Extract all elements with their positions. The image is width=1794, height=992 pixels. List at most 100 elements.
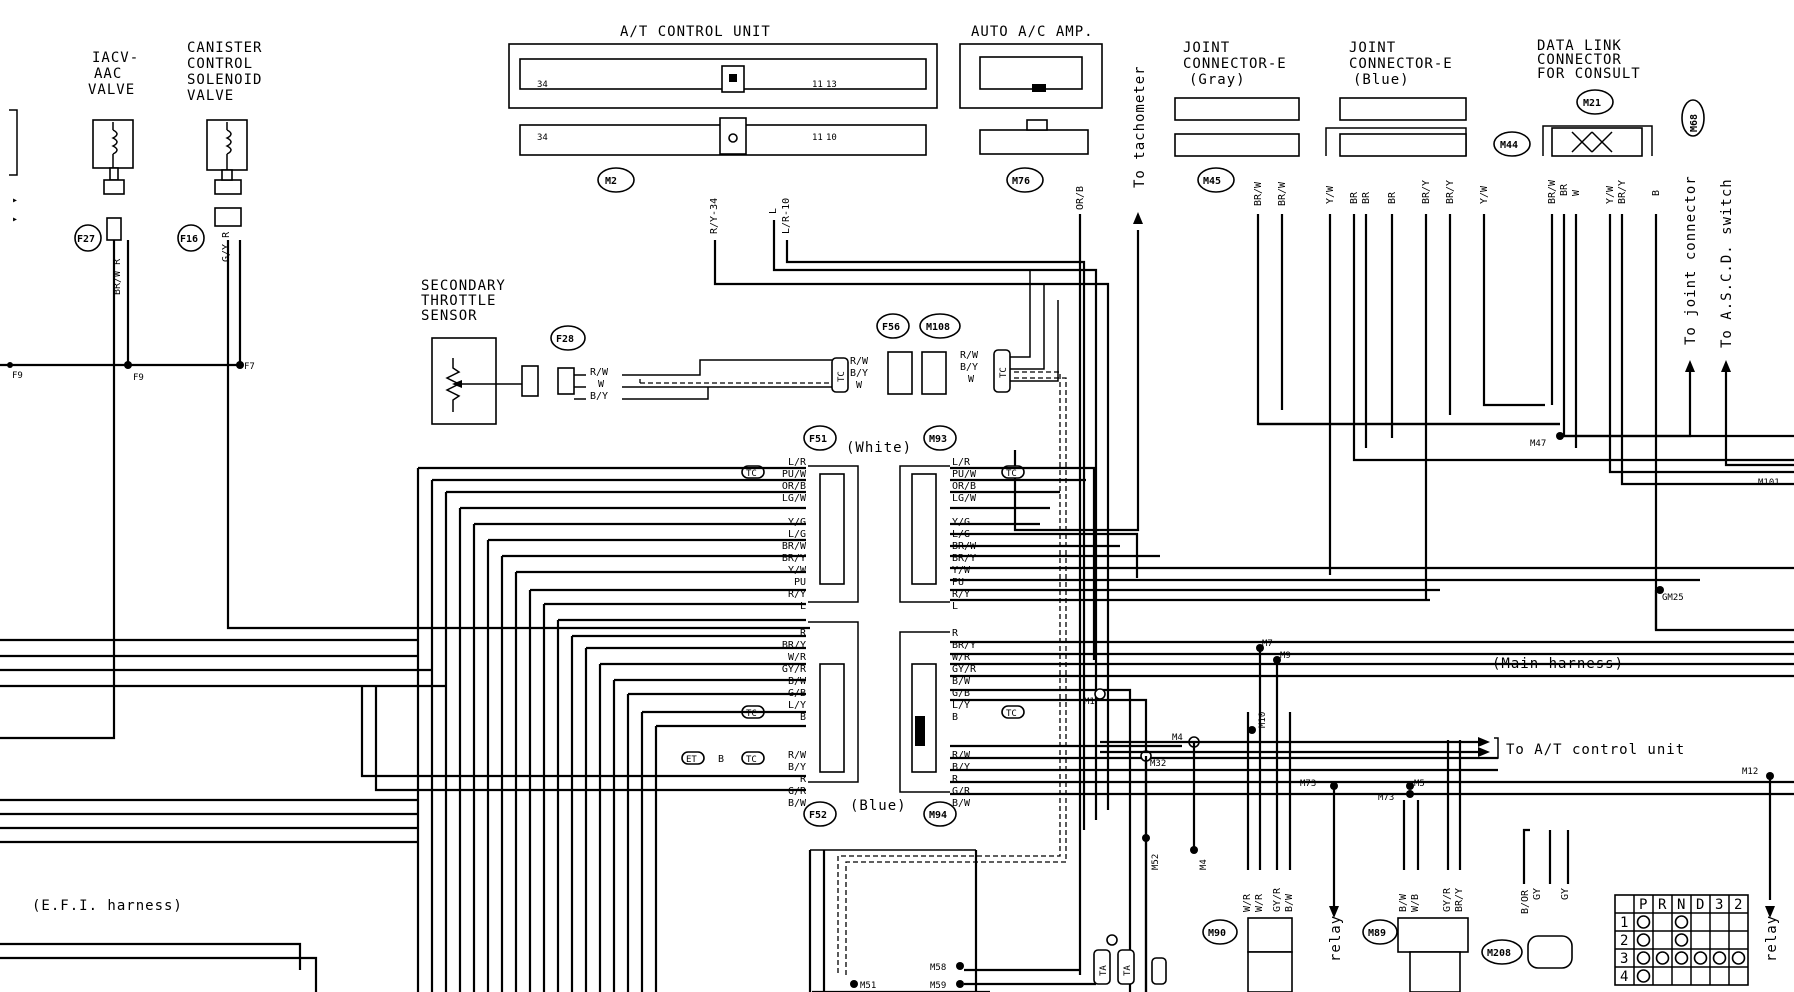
tc-label-f56: TC	[837, 371, 847, 382]
m93-wire-3: OR/B	[952, 481, 976, 492]
joint-blue-label-1: JOINT	[1349, 40, 1396, 56]
at-pin-34: 34	[537, 80, 548, 90]
f51-wire-8: BR/Y	[782, 553, 806, 564]
tc-badges: TC TC TC TC TC ET B	[681, 465, 1025, 765]
white-harness-label: (White)	[846, 440, 912, 456]
f52-wire-8: B	[800, 712, 806, 723]
m94-wire-11: R	[952, 774, 959, 785]
m44-wire-1: Y/W	[1325, 185, 1336, 204]
m44-wire-4: BR	[1387, 191, 1398, 204]
f52-wire-3: W/R	[788, 652, 807, 663]
connector-m94: M94	[899, 631, 957, 827]
connector-m21: M21	[1576, 89, 1614, 115]
f52-wire-10: B/Y	[788, 762, 806, 773]
m2-wire-l: L	[768, 208, 779, 214]
m45-id: M45	[1203, 176, 1221, 187]
m94-wire-6: G/B	[952, 688, 970, 699]
m2-wires: R/Y-34 L L/R-10	[709, 198, 1110, 830]
canister-label-1: CANISTER	[187, 40, 262, 56]
prnd-row-label-2: 2	[1620, 933, 1629, 949]
f52-wire-13: B/W	[788, 798, 807, 809]
m94-wire-5: B/W	[952, 676, 971, 687]
m76-wire-label: OR/B	[1075, 186, 1086, 210]
m93-wire-8: BR/Y	[952, 553, 976, 564]
at-pin-11b: 11	[812, 133, 823, 143]
at-pin-10: 10	[826, 133, 837, 143]
m108-wire-1: R/W	[960, 350, 979, 361]
at-pin-11: 11	[812, 80, 823, 90]
ta-label-1: TA	[1099, 965, 1109, 976]
m94-wire-12: G/R	[952, 786, 971, 797]
m51-label: M51	[860, 981, 876, 991]
tachometer-arrow: To tachometer	[1013, 65, 1148, 532]
m93-wire-12: L	[952, 601, 958, 612]
ascd-arrow: To A.S.C.D. switch M101	[1719, 178, 1794, 488]
f9-label-a: F9	[12, 371, 23, 381]
m76-id: M76	[1012, 176, 1030, 187]
data-link-connector: DATA LINK CONNECTOR FOR CONSULT	[1537, 38, 1653, 157]
m108-wire-2: B/Y	[960, 362, 978, 373]
prnd-mark-3-1	[1636, 951, 1651, 965]
tc-badge-1: TC	[746, 469, 757, 479]
bottom-center-junctions: M58 M59 M51 TA TA	[808, 849, 1167, 992]
f52-wire-1: R	[800, 628, 807, 639]
m9-label: M9	[1280, 651, 1291, 661]
connector-m68: M68	[1681, 99, 1705, 137]
m90-wire-3: GY/R	[1272, 887, 1283, 912]
joint-blue-label-2: CONNECTOR-E	[1349, 56, 1453, 72]
joint-connector-gray: JOINT CONNECTOR-E (Gray)	[1174, 40, 1300, 157]
connector-m45: M45	[1197, 167, 1235, 193]
f56-wire-3: W	[856, 380, 863, 391]
at-arrow-label: To A/T control unit	[1506, 742, 1685, 758]
f51-id: F51	[809, 434, 827, 445]
f52-wire-12: G/R	[788, 786, 807, 797]
relay-label-1: relay	[1328, 915, 1344, 962]
prnd-row-label-1: 1	[1620, 915, 1629, 931]
m89-id: M89	[1368, 928, 1386, 939]
connector-m76: M76	[1006, 167, 1044, 193]
m32-label: M32	[1150, 759, 1166, 769]
connector-m2: M2	[597, 167, 635, 193]
at-control-unit: A/T CONTROL UNIT 34 11 13 34 11 10	[508, 24, 938, 156]
m90-wire-4: B/W	[1284, 893, 1295, 912]
f56-id: F56	[882, 322, 900, 333]
top-left-wires: BR/W R G/Y R F9 F9 F7	[0, 231, 810, 708]
prnd-mark-2-3	[1674, 933, 1689, 947]
m4-label: M4	[1172, 733, 1183, 743]
f52-wire-11: R	[800, 774, 807, 785]
left-edge-fragment: ▸ ▸	[9, 109, 18, 225]
prnd-header-3: N	[1677, 897, 1686, 913]
iacv-label-1: IACV-	[92, 50, 139, 66]
m58-label: M58	[930, 963, 946, 973]
m45-wire-a: BR/W	[1253, 181, 1264, 206]
joint-arrow-label: To joint connector	[1683, 175, 1699, 345]
prnd-mark-1-1	[1636, 915, 1651, 929]
m208-wire-3: GY	[1560, 888, 1571, 900]
m108-id: M108	[926, 322, 950, 333]
f7-label: F7	[244, 362, 255, 372]
f51-wire-5: Y/G	[788, 517, 806, 528]
tc-badge-5: TC	[746, 755, 757, 765]
iacv-label-3: VALVE	[88, 82, 135, 98]
m208-wire-2: GY	[1532, 888, 1543, 900]
m59-label: M59	[930, 981, 946, 991]
tach-label: To tachometer	[1132, 65, 1148, 188]
m45-wire-b: BR/W	[1277, 181, 1288, 206]
m94-id: M94	[929, 810, 947, 821]
m47-label: M47	[1530, 439, 1546, 449]
f56-wire-1: R/W	[850, 356, 869, 367]
m21-wire-5: BR/Y	[1617, 180, 1628, 204]
sensor-left-wire-2: W	[598, 379, 605, 390]
sensor-left-wire-3: B/Y	[590, 391, 608, 402]
data-link-label-1: DATA LINK	[1537, 38, 1622, 54]
connector-f16: F16	[177, 224, 205, 252]
m1-label: M1	[1084, 697, 1095, 707]
m94-wire-7: L/Y	[952, 700, 970, 711]
m90-id: M90	[1208, 928, 1226, 939]
m94-wire-1: R	[952, 628, 959, 639]
f52-wire-4: GY/R	[782, 664, 807, 675]
auto-ac-amp: AUTO A/C AMP.	[959, 24, 1103, 155]
prnd-row-label-3: 3	[1620, 951, 1629, 967]
